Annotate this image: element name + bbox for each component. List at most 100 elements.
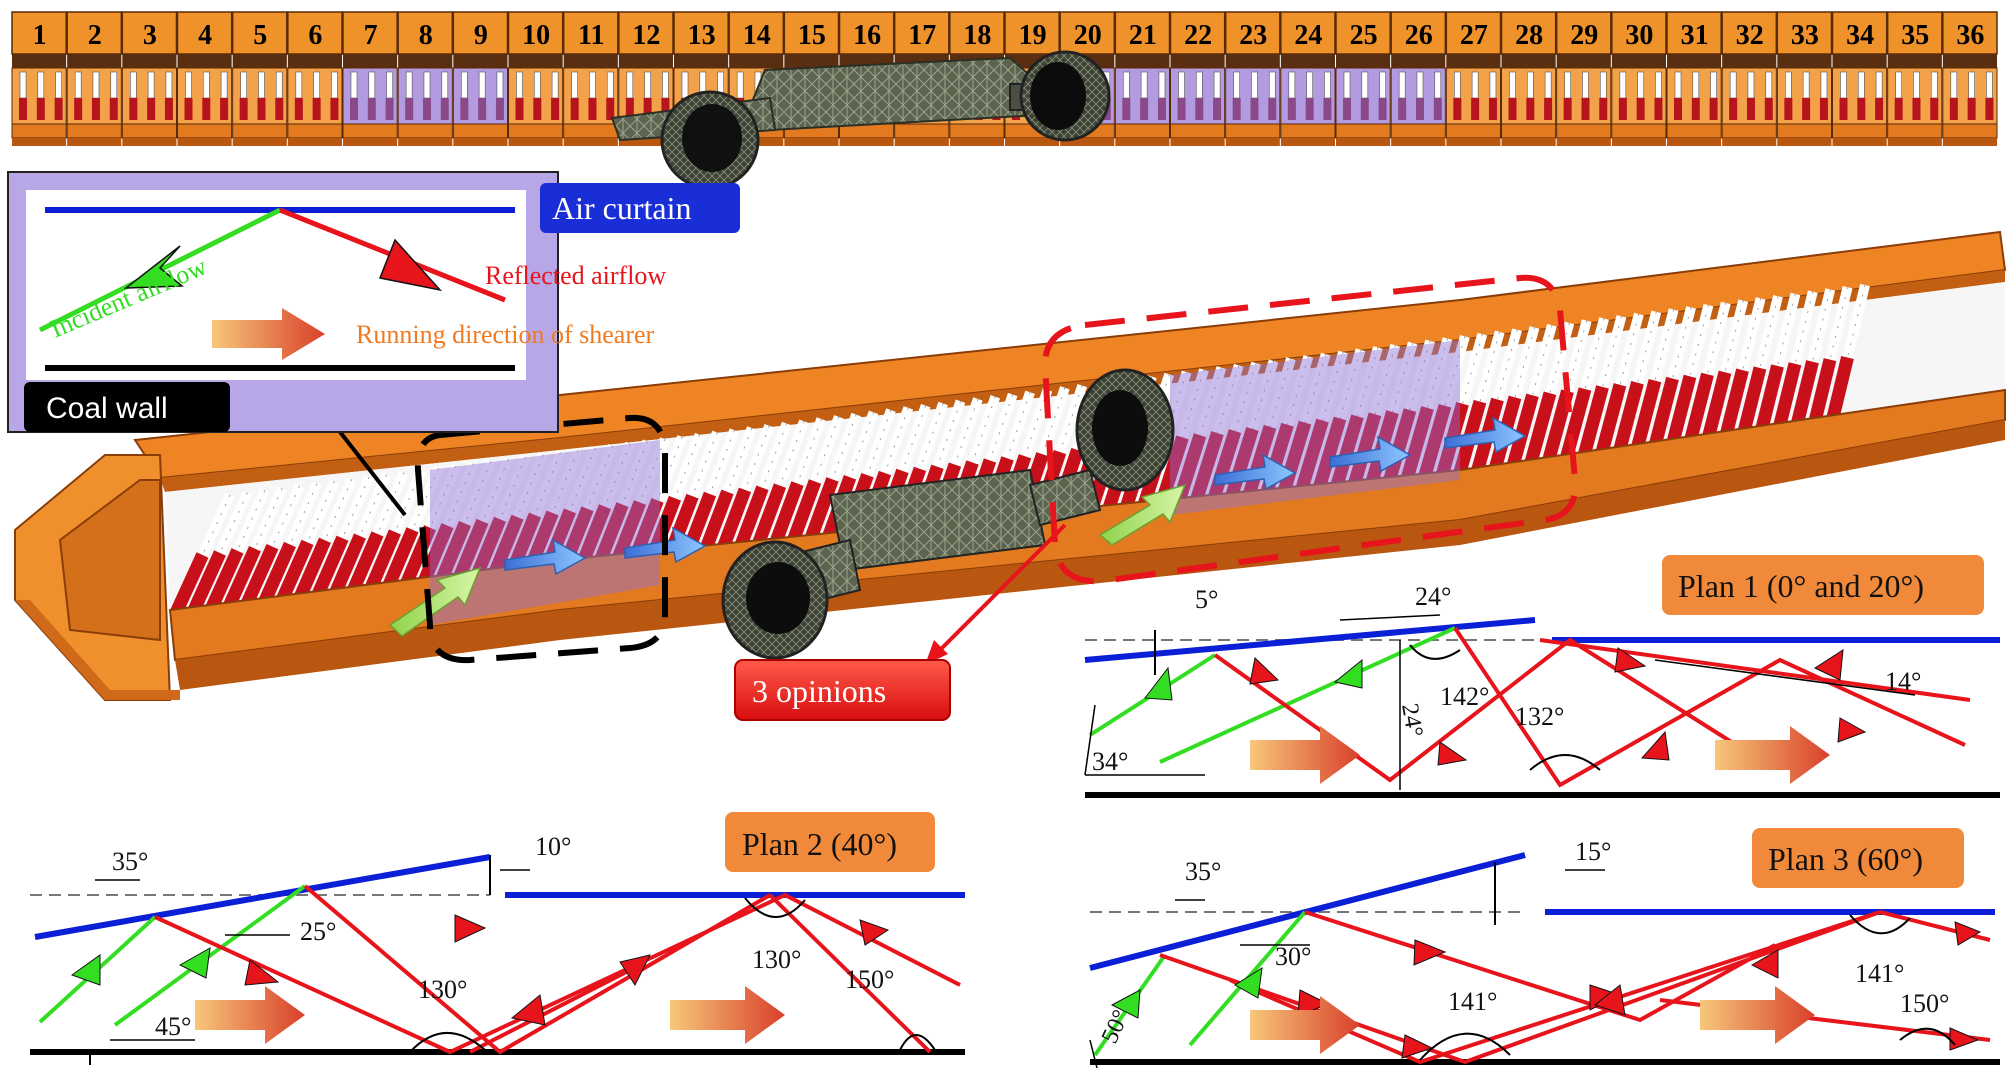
support-number: 6	[308, 20, 322, 51]
legend-direction-arrow	[212, 308, 325, 360]
support-leg	[1665, 303, 1714, 450]
plan-1-angle-6: 34°	[1092, 747, 1128, 776]
support-number: 11	[578, 20, 604, 51]
support-unit: 21	[1114, 11, 1171, 146]
support-leg	[1242, 357, 1296, 497]
support-leg	[1418, 335, 1470, 478]
support-unit: 32	[1721, 11, 1778, 146]
support-number: 3	[143, 20, 157, 51]
support-leg	[1189, 363, 1244, 503]
support-number: 4	[198, 20, 212, 51]
dashed-region-red	[1041, 274, 1579, 585]
support-leg	[1313, 348, 1366, 489]
plan-1-angle-2: 24°	[1415, 582, 1451, 611]
plan-1-angle-1: 5°	[1195, 585, 1218, 614]
support-number: 27	[1460, 20, 1488, 51]
support-number: 19	[1019, 20, 1047, 51]
support-unit: 1	[11, 11, 67, 146]
support-unit: 3	[121, 11, 178, 146]
support-leg	[1542, 319, 1592, 464]
plan-3-title: Plan 3 (60°)	[1768, 841, 1923, 877]
support-unit: 8	[397, 11, 454, 146]
support-unit: 22	[1169, 11, 1226, 146]
support-unit: 28	[1500, 11, 1557, 146]
support-leg	[274, 479, 339, 606]
support-number: 13	[688, 20, 716, 51]
plan-2-angle-4: 130°	[418, 975, 467, 1004]
support-leg	[785, 415, 844, 549]
plan-2-angle-7: 45°	[155, 1012, 191, 1041]
support-unit: 26	[1390, 11, 1447, 146]
working-face-3d	[14, 230, 2007, 701]
support-leg	[1700, 299, 1749, 446]
flow-arrows	[388, 416, 1527, 637]
support-number: 20	[1074, 20, 1102, 51]
support-number: 35	[1901, 20, 1929, 51]
plan-1-angle-3: 142°	[1440, 682, 1489, 711]
plan-2-diagram: Plan 2 (40°) 35° 10° 25° 130° 130° 1	[30, 812, 965, 1065]
plan-3-angle-5: 141°	[1855, 959, 1904, 988]
support-number: 15	[798, 20, 826, 51]
support-number: 21	[1129, 20, 1157, 51]
plan-2-angle-1: 35°	[112, 847, 148, 876]
plan-1-angle-7: 14°	[1885, 667, 1921, 696]
support-number: 16	[853, 20, 881, 51]
support-leg	[1401, 337, 1453, 480]
support-leg	[1559, 317, 1609, 462]
support-leg	[1630, 308, 1679, 454]
support-leg	[345, 470, 409, 598]
support-leg	[1524, 321, 1575, 466]
support-unit: 24	[1280, 11, 1336, 146]
support-unit: 23	[1224, 11, 1281, 146]
support-number: 26	[1405, 20, 1433, 51]
support-number: 14	[743, 20, 771, 51]
support-leg	[802, 412, 861, 547]
support-leg	[1348, 343, 1401, 485]
support-leg	[1383, 339, 1435, 482]
plan-2-angle-6: 150°	[845, 965, 894, 994]
support-unit: 27	[1445, 11, 1502, 146]
plan-1-title: Plan 1 (0° and 20°)	[1678, 568, 1924, 604]
plan-1-angle-5: 24°	[1396, 702, 1427, 740]
dashed-region-black	[414, 414, 668, 664]
air-curtain-label: Air curtain	[552, 190, 692, 226]
support-unit: 11	[562, 11, 619, 146]
support-unit: 30	[1611, 11, 1667, 146]
support-unit: 4	[176, 11, 233, 146]
plan-3-angle-1: 35°	[1185, 857, 1221, 886]
plan-2-angle-5: 130°	[752, 945, 801, 974]
support-leg	[1577, 314, 1627, 460]
support-unit: 29	[1555, 11, 1612, 146]
support-leg	[169, 492, 235, 618]
support-number: 24	[1294, 20, 1322, 51]
legend-panel: Incident airflow Reflected airflow Runni…	[7, 171, 666, 433]
support-number: 25	[1350, 20, 1378, 51]
opinions-badge: 3 opinions	[734, 659, 951, 721]
plan-3-angle-4: 141°	[1448, 987, 1497, 1016]
plan-1-diagram: Plan 1 (0° and 20°) 5° 24° 142° 132° 24°	[1084, 555, 2000, 798]
support-leg	[1612, 310, 1662, 456]
support-unit: 2	[66, 11, 123, 146]
support-leg	[309, 475, 374, 602]
support-number: 17	[908, 20, 936, 51]
opinions-label: 3 opinions	[752, 673, 886, 709]
shearer-3d	[721, 368, 1175, 660]
support-unit: 36	[1942, 11, 1998, 146]
support-number: 36	[1956, 20, 1984, 51]
support-number: 22	[1184, 20, 1212, 51]
plan-3-diagram: Plan 3 (60°) 35° 15° 30° 141°	[1089, 828, 2000, 1068]
support-unit: 6	[287, 11, 343, 146]
plan-3-angle-3: 30°	[1275, 942, 1311, 971]
top-shearer	[610, 50, 1111, 190]
support-number: 10	[522, 20, 550, 51]
support-leg	[1682, 301, 1731, 448]
support-leg	[1277, 352, 1331, 493]
support-number: 9	[474, 20, 488, 51]
support-leg	[239, 484, 305, 610]
air-curtain-badge: Air curtain	[540, 183, 740, 233]
plan-1-angle-4: 132°	[1515, 702, 1564, 731]
support-number: 30	[1625, 20, 1653, 51]
support-leg	[1207, 361, 1261, 501]
support-unit: 35	[1886, 11, 1943, 146]
